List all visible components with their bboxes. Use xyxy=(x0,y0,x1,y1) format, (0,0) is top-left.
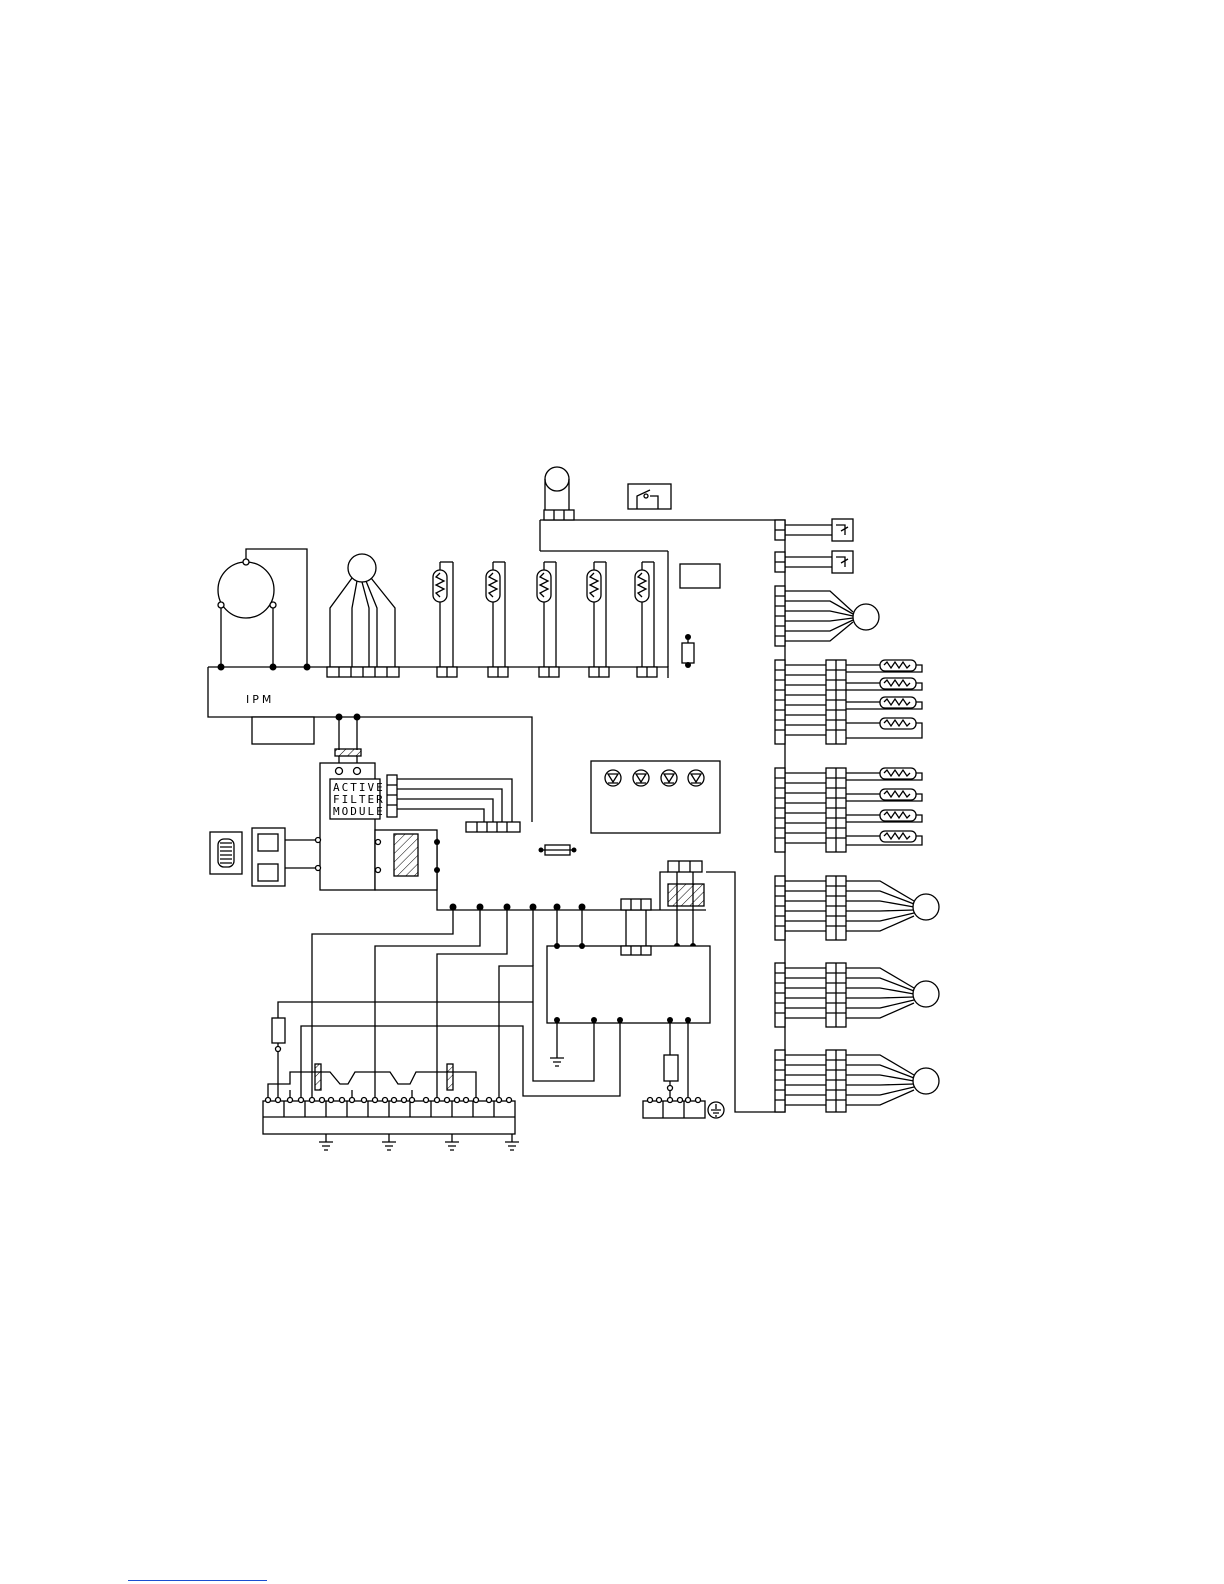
therm-b2 xyxy=(846,789,922,801)
ipm-module: IPM xyxy=(246,693,361,767)
pcb-component-box xyxy=(680,564,720,588)
led-3 xyxy=(661,770,677,786)
footer-link-underline xyxy=(128,1580,267,1581)
diode-bridge xyxy=(252,828,321,886)
stepping-motor xyxy=(327,554,399,677)
power-terminal-block xyxy=(643,1098,724,1119)
compressor-motor xyxy=(218,549,311,671)
pcb-fuse xyxy=(682,634,694,668)
earth-ground-icon xyxy=(708,1102,724,1118)
reactor xyxy=(210,832,242,874)
thermistor-1 xyxy=(433,562,457,677)
thermistor-3 xyxy=(537,562,559,677)
ipm-label: IPM xyxy=(246,693,274,706)
power-board xyxy=(301,899,710,1098)
ground-symbols xyxy=(319,1134,519,1150)
therm-b3 xyxy=(846,810,922,822)
top-motor xyxy=(544,467,574,520)
led-1 xyxy=(605,770,621,786)
terminal-wiring xyxy=(268,910,533,1098)
active-filter-module: ACTIVE FILTER MODULE xyxy=(320,763,520,890)
thermistor-2 xyxy=(486,562,508,677)
therm-b4 xyxy=(846,831,922,845)
active-filter-label-3: MODULE xyxy=(333,805,385,818)
therm-a1 xyxy=(846,660,922,672)
therm-b1 xyxy=(846,768,922,780)
thermistor-5 xyxy=(635,562,657,677)
noise-filter-connector xyxy=(660,861,704,949)
led-2 xyxy=(633,770,649,786)
right-motor-2 xyxy=(775,876,939,940)
therm-a4 xyxy=(846,718,922,738)
right-thermistor-group-b xyxy=(775,768,922,852)
top-relay xyxy=(628,484,671,509)
right-motor-3 xyxy=(775,963,939,1027)
right-thermistor-group-a xyxy=(775,660,922,744)
led-panel xyxy=(591,761,720,833)
thermistor-4 xyxy=(587,562,609,677)
right-motor-1 xyxy=(775,586,879,646)
therm-a3 xyxy=(846,697,922,709)
right-motor-4 xyxy=(775,1050,939,1112)
right-switch-1 xyxy=(775,519,853,541)
middle-fuse xyxy=(539,845,577,855)
led-4 xyxy=(688,770,704,786)
right-switch-2 xyxy=(775,551,853,573)
terminal-block-main xyxy=(263,1098,519,1151)
therm-a2 xyxy=(846,678,922,690)
